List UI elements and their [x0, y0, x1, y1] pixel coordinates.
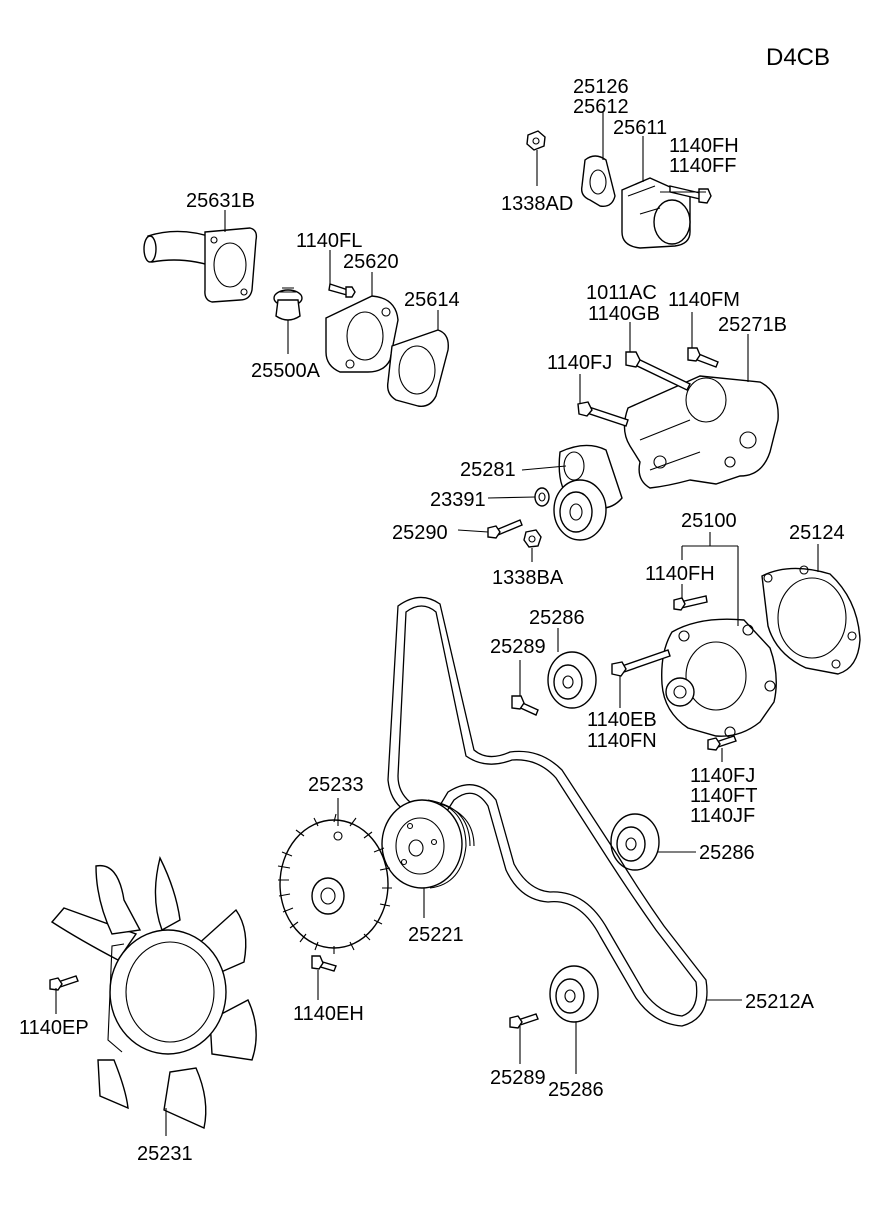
- idler-pulley-25281: [553, 479, 607, 541]
- callout-1140GB: 1140GB: [588, 303, 660, 325]
- callout-25290: 25290: [392, 522, 448, 544]
- tensioner-bracket-25271B: [623, 375, 779, 489]
- cooling-fan-25231: [50, 855, 257, 1129]
- callout-25286-middle: 25286: [699, 842, 755, 864]
- bolt-1140FM: [687, 347, 719, 368]
- callout-1140FN: 1140FN: [587, 730, 657, 752]
- water-pump-gasket-25124: [761, 565, 861, 675]
- callout-1140FM: 1140FM: [668, 289, 740, 311]
- bolt-1140FJ-top: [577, 401, 629, 427]
- bolt-25289-upper: [511, 695, 539, 716]
- idler-pulley-25286-lower: [549, 965, 599, 1023]
- callout-25620: 25620: [343, 251, 399, 273]
- callout-1140EP: 1140EP: [19, 1017, 89, 1039]
- callout-25286-lower: 25286: [548, 1079, 604, 1101]
- gasket-25614: [386, 329, 449, 407]
- callout-labels: 25126 25612 25611 1140FH 1140FF 1338AD 2…: [19, 76, 845, 1165]
- callout-25231: 25231: [137, 1143, 193, 1165]
- bolt-1140FL: [328, 283, 356, 298]
- bolt-1140FH-mid: [673, 595, 708, 611]
- thermostat-25500A: [273, 287, 303, 321]
- thermostat-housing-25611: [621, 177, 691, 249]
- callout-1140FJ-bottom: 1140FJ: [690, 765, 755, 787]
- bolt-1140FJ-bottom: [707, 735, 737, 751]
- callout-1140FH-top: 1140FH: [669, 135, 739, 157]
- bolt-1140EH: [311, 955, 337, 972]
- callout-25289-lower: 25289: [490, 1067, 546, 1089]
- fan-clutch-25233: [277, 813, 392, 954]
- bolt-25289-lower: [509, 1013, 539, 1029]
- pulley-25221: [381, 799, 475, 889]
- callout-25124: 25124: [789, 522, 845, 544]
- callout-1140FH-mid: 1140FH: [645, 563, 715, 585]
- callout-23391: 23391: [430, 489, 486, 511]
- nut-1338AD: [526, 130, 546, 151]
- engine-code-label: D4CB: [766, 44, 830, 71]
- callout-1140EB: 1140EB: [587, 709, 657, 731]
- nut-1338BA: [523, 529, 542, 548]
- callout-1338AD: 1338AD: [501, 193, 573, 215]
- callout-1140FT: 1140FT: [690, 785, 757, 807]
- callout-25271B: 25271B: [718, 314, 787, 336]
- callout-25286-upper: 25286: [529, 607, 585, 629]
- bolt-1140EP: [49, 975, 79, 991]
- callout-25100: 25100: [681, 510, 737, 532]
- callout-25233: 25233: [308, 774, 364, 796]
- callout-25631B: 25631B: [186, 190, 255, 212]
- callout-25289-upper: 25289: [490, 636, 546, 658]
- callout-1140EH: 1140EH: [293, 1003, 364, 1025]
- callout-25221: 25221: [408, 924, 464, 946]
- bolt-25290: [487, 519, 523, 539]
- callout-1338BA: 1338BA: [492, 567, 564, 589]
- thermostat-housing-25620: [325, 295, 399, 373]
- callout-25614: 25614: [404, 289, 460, 311]
- washer-23391: [534, 487, 550, 507]
- water-pump-25100: [661, 618, 777, 738]
- callout-1140FJ-top: 1140FJ: [547, 352, 612, 374]
- callout-25611: 25611: [613, 117, 667, 139]
- callout-25126: 25126: [573, 76, 629, 98]
- callout-1140FF: 1140FF: [669, 155, 736, 177]
- callout-25500A: 25500A: [251, 360, 321, 382]
- water-outlet-pipe-25631B: [143, 227, 258, 303]
- callout-25281: 25281: [460, 459, 516, 481]
- idler-pulley-25286-upper: [547, 651, 597, 709]
- callout-1140FL: 1140FL: [296, 230, 362, 252]
- gasket-25612: [580, 155, 616, 207]
- leader-lines: [55, 112, 819, 1136]
- callout-25612: 25612: [573, 96, 629, 118]
- callout-1011AC: 1011AC: [586, 282, 657, 304]
- idler-pulley-25286-middle: [610, 813, 660, 871]
- bolt-1140EB: [611, 649, 671, 677]
- bolt-1011AC: [625, 351, 691, 391]
- callout-1140JF: 1140JF: [690, 805, 755, 827]
- callout-25212A: 25212A: [745, 991, 815, 1013]
